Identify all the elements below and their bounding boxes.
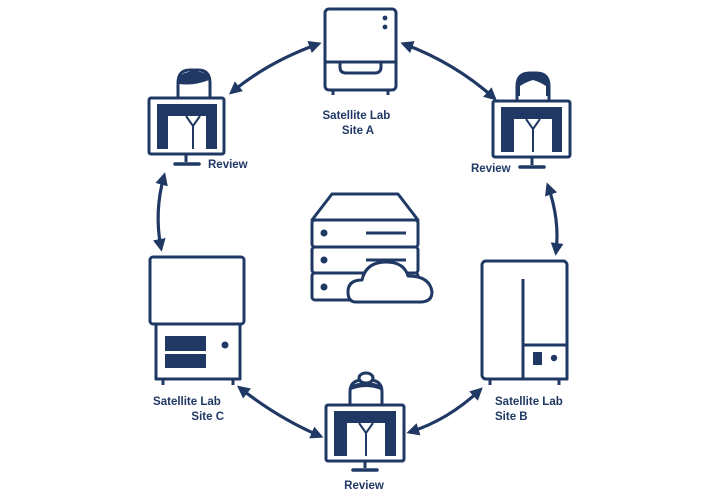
lab-c-label-line1: Satellite Lab (153, 396, 221, 408)
review-1-label: Review (208, 159, 248, 171)
lab-b-label-line1: Satellite Lab (495, 396, 563, 408)
arrow-review1-laba (229, 41, 322, 95)
arrow-laba-review2 (400, 41, 497, 101)
reviewer-monitor-icon (491, 71, 572, 169)
lab-c-label-line2: Site C (191, 411, 224, 423)
cloud-server-icon (310, 192, 434, 304)
lab-a-label-line2: Site A (342, 125, 374, 137)
lab-b-label: Satellite Lab Site B (495, 396, 566, 423)
review-3-label: Review (344, 480, 384, 492)
reviewer-monitor-icon (147, 68, 226, 166)
lab-b-label-line2: Site B (495, 411, 528, 423)
lab-a-label: Satellite Lab Site A (323, 110, 394, 137)
arrow-review2-labb (544, 182, 564, 256)
lab-instrument-icon (480, 259, 569, 385)
lab-c-label: Satellite Lab Site C (153, 396, 224, 423)
arrow-review3-labc (236, 385, 324, 439)
lab-instrument-icon (148, 255, 246, 385)
review-2-label: Review (471, 163, 511, 175)
lab-instrument-icon (323, 7, 398, 95)
reviewer-monitor-icon (324, 371, 406, 472)
connection-arrows (153, 41, 564, 439)
arrow-labc-review1 (153, 172, 168, 252)
arrow-labb-review3 (406, 387, 483, 436)
lab-a-label-line1: Satellite Lab (323, 110, 391, 122)
